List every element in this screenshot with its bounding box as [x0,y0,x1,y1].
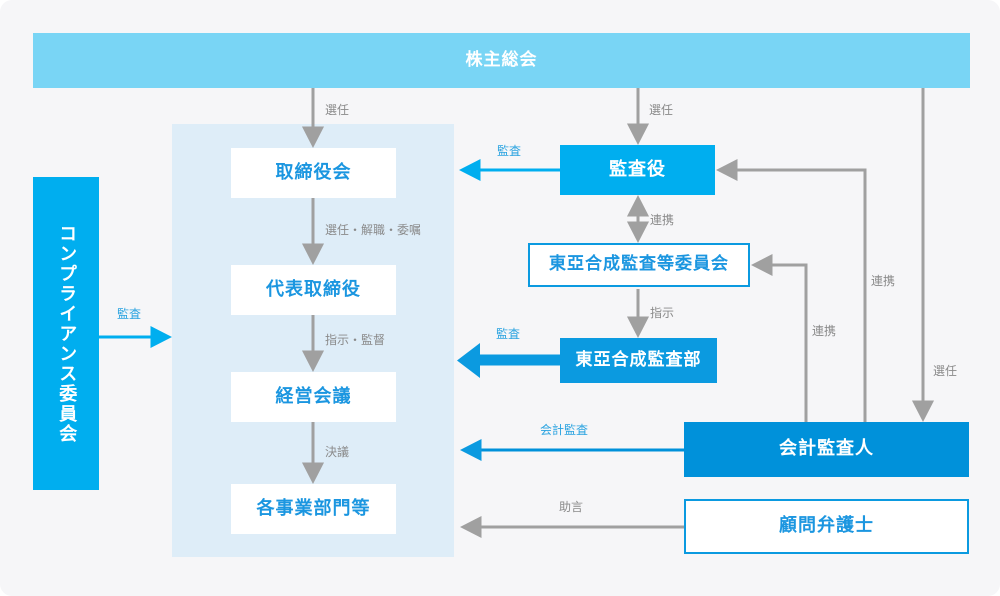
edge-label-compliance-audit: 監査 [117,307,142,321]
edge-label-resolution: 決議 [325,445,350,459]
node-shareholders-meeting[interactable]: 株主総会 [33,33,970,88]
edge-label-advice: 助言 [559,500,584,514]
node-legal-advisor[interactable]: 顧問弁護士 [684,499,969,554]
edge-label-elect-board: 選任 [325,103,350,117]
node-management-meeting[interactable]: 経営会議 [231,372,396,422]
edge-label-cooperation-auditor-committee: 連携 [650,213,675,227]
node-business-divisions[interactable]: 各事業部門等 [231,484,396,534]
edge-label-accounting-audit: 会計監査 [540,423,589,437]
edge-label-cooperation-auditor-accountant: 連携 [871,274,896,288]
node-board-of-directors[interactable]: 取締役会 [231,148,396,198]
edge-label-instruction-to-dept: 指示 [650,306,675,320]
edge-label-elect-accountant: 選任 [933,364,958,378]
node-corporate-auditor[interactable]: 監査役 [560,145,715,195]
edge-label-elect-auditor: 選任 [649,103,674,117]
edge-label-cooperation-committee-accountant: 連携 [812,324,837,338]
edge-label-auditor-audit: 監査 [497,144,522,158]
node-audit-department[interactable]: 東亞合成監査部 [560,338,717,383]
edge-label-appoint-dismiss-entrust: 選任・解職・委嘱 [325,223,422,237]
node-audit-committee[interactable]: 東亞合成監査等委員会 [528,243,750,287]
node-representative-director[interactable]: 代表取締役 [231,265,396,315]
node-accounting-auditor[interactable]: 会計監査人 [684,422,969,477]
edge-label-department-audit: 監査 [496,327,521,341]
node-compliance-committee[interactable]: コンプライアンス委員会 [33,177,99,490]
edge-label-instruct-supervise: 指示・監督 [325,333,386,347]
